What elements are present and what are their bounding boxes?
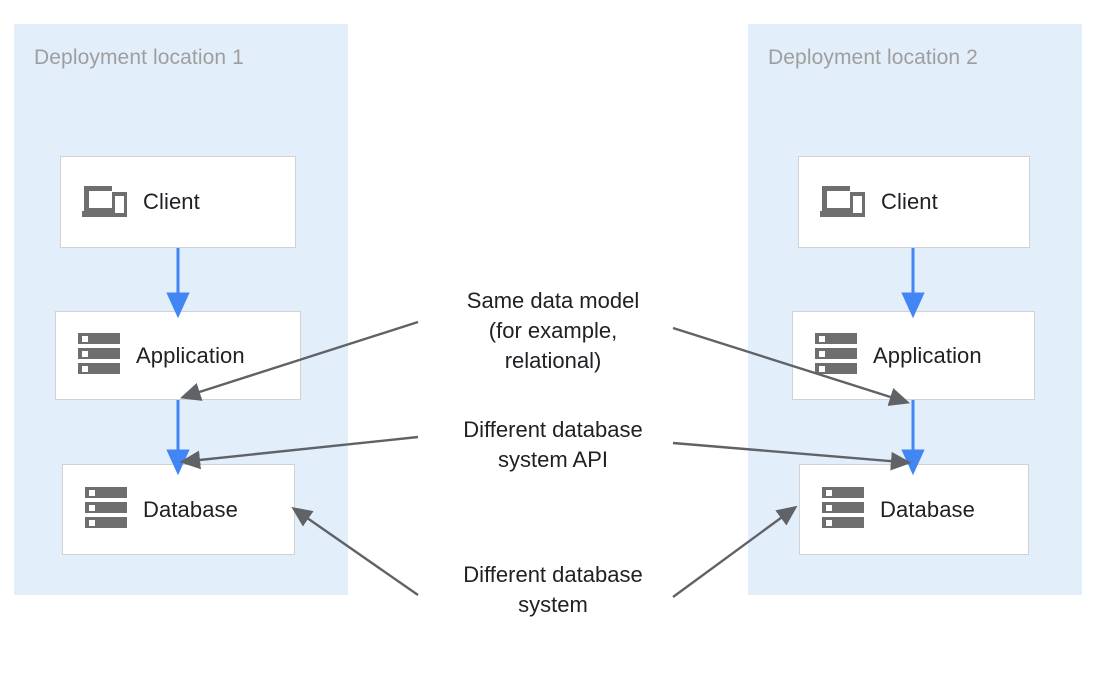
database-node-1-label: Database	[143, 496, 238, 522]
application-node-2[interactable]: Application	[792, 311, 1035, 400]
client-node-2[interactable]: Client	[798, 156, 1030, 248]
devices-icon	[81, 180, 129, 225]
server-icon	[83, 485, 129, 534]
server-icon	[813, 331, 859, 380]
database-node-2[interactable]: Database	[799, 464, 1029, 555]
application-node-1-label: Application	[136, 342, 245, 368]
server-icon	[76, 331, 122, 380]
deployment-location-2-title: Deployment location 2	[768, 46, 978, 69]
client-node-1-label: Client	[143, 189, 200, 214]
server-icon	[820, 485, 866, 534]
client-node-1[interactable]: Client	[60, 156, 296, 248]
callout-same-data-model: Same data model (for example, relational…	[466, 288, 640, 373]
client-node-2-label: Client	[881, 189, 938, 214]
callout-different-database-system: Different database system	[463, 562, 643, 617]
callout-different-database-system-api: Different database system API	[463, 417, 643, 472]
deployment-location-1-title: Deployment location 1	[34, 46, 244, 69]
application-node-2-label: Application	[873, 342, 982, 368]
application-node-1[interactable]: Application	[55, 311, 301, 400]
devices-icon	[819, 180, 867, 225]
database-node-1[interactable]: Database	[62, 464, 295, 555]
database-node-2-label: Database	[880, 496, 975, 522]
